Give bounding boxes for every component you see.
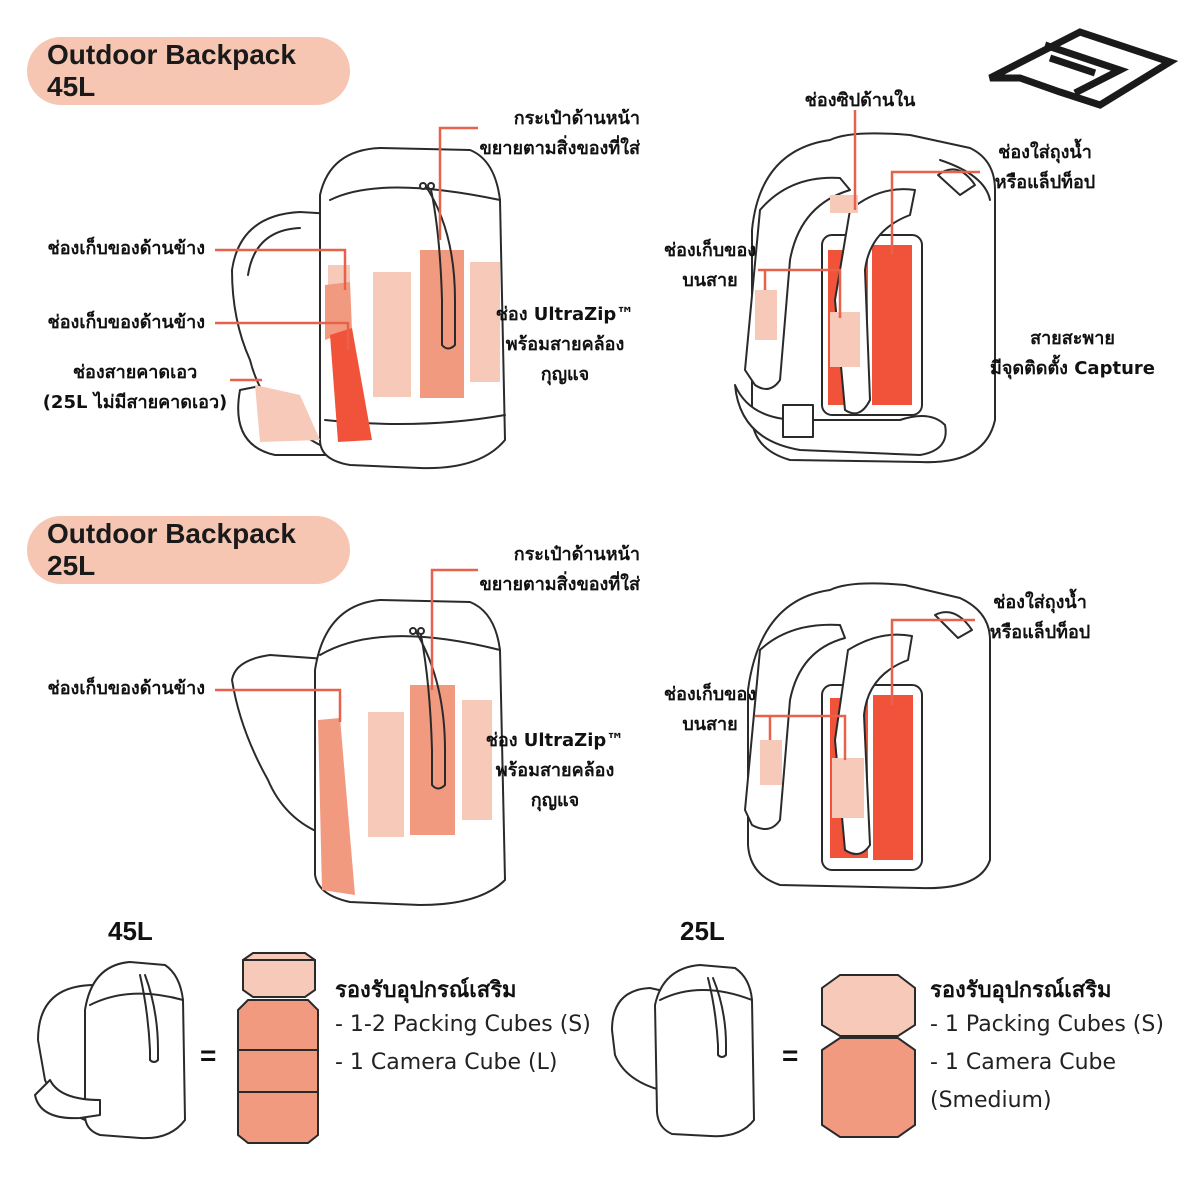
- small-backpack-25l-drawing: [611, 964, 755, 1138]
- cube-stack-25l-drawing: [821, 974, 916, 1138]
- backpack-25l-back-drawing: [744, 582, 991, 890]
- accessory-item-45l-2: - 1 Camera Cube (L): [335, 1050, 558, 1075]
- label-line: บนสาย: [682, 270, 738, 291]
- accessory-item-25l-1: - 1 Packing Cubes (S): [930, 1012, 1164, 1037]
- label-45l-shoulder: สายสะพาย มีจุดติดตั้ง Capture: [990, 324, 1155, 384]
- accessory-item-25l-3: (Smedium): [930, 1088, 1052, 1113]
- label-45l-hipbelt: ช่องสายคาดเอว (25L ไม่มีสายคาดเอว): [30, 358, 240, 418]
- label-line: กระเป๋าด้านหน้า: [513, 544, 640, 565]
- label-line: ช่องเก็บของ: [663, 684, 757, 705]
- label-45l-ultrazip: ช่อง UltraZip™ พร้อมสายคล้อง กุญแจ: [490, 300, 640, 390]
- label-line: กระเป๋าด้านหน้า: [513, 108, 640, 129]
- backpack-45l-back-drawing: [734, 132, 996, 464]
- accessory-heading-25l: รองรับอุปกรณ์เสริม: [930, 978, 1112, 1003]
- equals-sign-25l: =: [782, 1040, 799, 1071]
- label-line: หรือแล็ปท็อป: [994, 172, 1096, 193]
- backpack-45l-front-drawing: [231, 147, 506, 470]
- label-25l-strap-pocket: ช่องเก็บของ บนสาย: [660, 680, 760, 740]
- label-line: พร้อมสายคล้อง: [495, 760, 615, 781]
- backpack-25l-front-drawing: [231, 599, 506, 906]
- label-line: ช่องสายคาดเอว: [72, 362, 198, 383]
- size-label-45l: 45L: [108, 916, 153, 946]
- cube-stack-45l-drawing: [237, 952, 319, 1144]
- leader-lines-45l: [215, 110, 980, 382]
- label-line: ขยายตามสิ่งของที่ใส่: [479, 574, 641, 595]
- label-line: ช่อง UltraZip™: [485, 730, 625, 751]
- label-45l-inner-zip: ช่องซิปด้านใน: [804, 90, 916, 111]
- title-45l: Outdoor Backpack 45L: [27, 37, 350, 105]
- label-line: กุญแจ: [540, 364, 590, 385]
- leader-lines-25l: [215, 568, 975, 760]
- label-25l-water: ช่องใส่ถุงน้ำ หรือแล็ปท็อป: [980, 588, 1100, 648]
- label-25l-side-pocket: ช่องเก็บของด้านข้าง: [47, 678, 206, 699]
- accessory-item-45l-1: - 1-2 Packing Cubes (S): [335, 1012, 591, 1037]
- label-line: หรือแล็ปท็อป: [989, 622, 1091, 643]
- label-line: พร้อมสายคล้อง: [505, 334, 625, 355]
- label-line: ขยายตามสิ่งของที่ใส่: [479, 138, 641, 159]
- label-line: มีจุดติดตั้ง Capture: [990, 358, 1155, 379]
- label-45l-strap-pocket: ช่องเก็บของ บนสาย: [660, 236, 760, 296]
- label-line: บนสาย: [682, 714, 738, 735]
- label-45l-side-pocket-1: ช่องเก็บของด้านข้าง: [47, 238, 206, 259]
- label-line: กุญแจ: [530, 790, 580, 811]
- label-line: ช่องใส่ถุงน้ำ: [993, 592, 1087, 613]
- label-line: ช่อง UltraZip™: [495, 304, 635, 325]
- label-line: ช่องเก็บของ: [663, 240, 757, 261]
- label-25l-ultrazip: ช่อง UltraZip™ พร้อมสายคล้อง กุญแจ: [480, 726, 630, 816]
- label-line: สายสะพาย: [1030, 328, 1115, 349]
- label-45l-side-pocket-2: ช่องเก็บของด้านข้าง: [47, 312, 206, 333]
- equals-sign-45l: =: [200, 1040, 217, 1071]
- label-45l-water: ช่องใส่ถุงน้ำ หรือแล็ปท็อป: [985, 138, 1105, 198]
- small-backpack-45l-drawing: [34, 961, 186, 1140]
- accessory-item-25l-2: - 1 Camera Cube: [930, 1050, 1117, 1075]
- label-25l-front-pocket: กระเป๋าด้านหน้า ขยายตามสิ่งของที่ใส่: [440, 540, 641, 600]
- title-25l: Outdoor Backpack 25L: [27, 516, 350, 584]
- size-label-25l: 25L: [680, 916, 725, 946]
- accessory-heading-45l: รองรับอุปกรณ์เสริม: [335, 978, 517, 1003]
- label-line: ช่องใส่ถุงน้ำ: [998, 142, 1092, 163]
- pd-logo-icon: [988, 28, 1179, 109]
- label-line: (25L ไม่มีสายคาดเอว): [42, 392, 228, 413]
- label-45l-front-pocket: กระเป๋าด้านหน้า ขยายตามสิ่งของที่ใส่: [440, 104, 641, 164]
